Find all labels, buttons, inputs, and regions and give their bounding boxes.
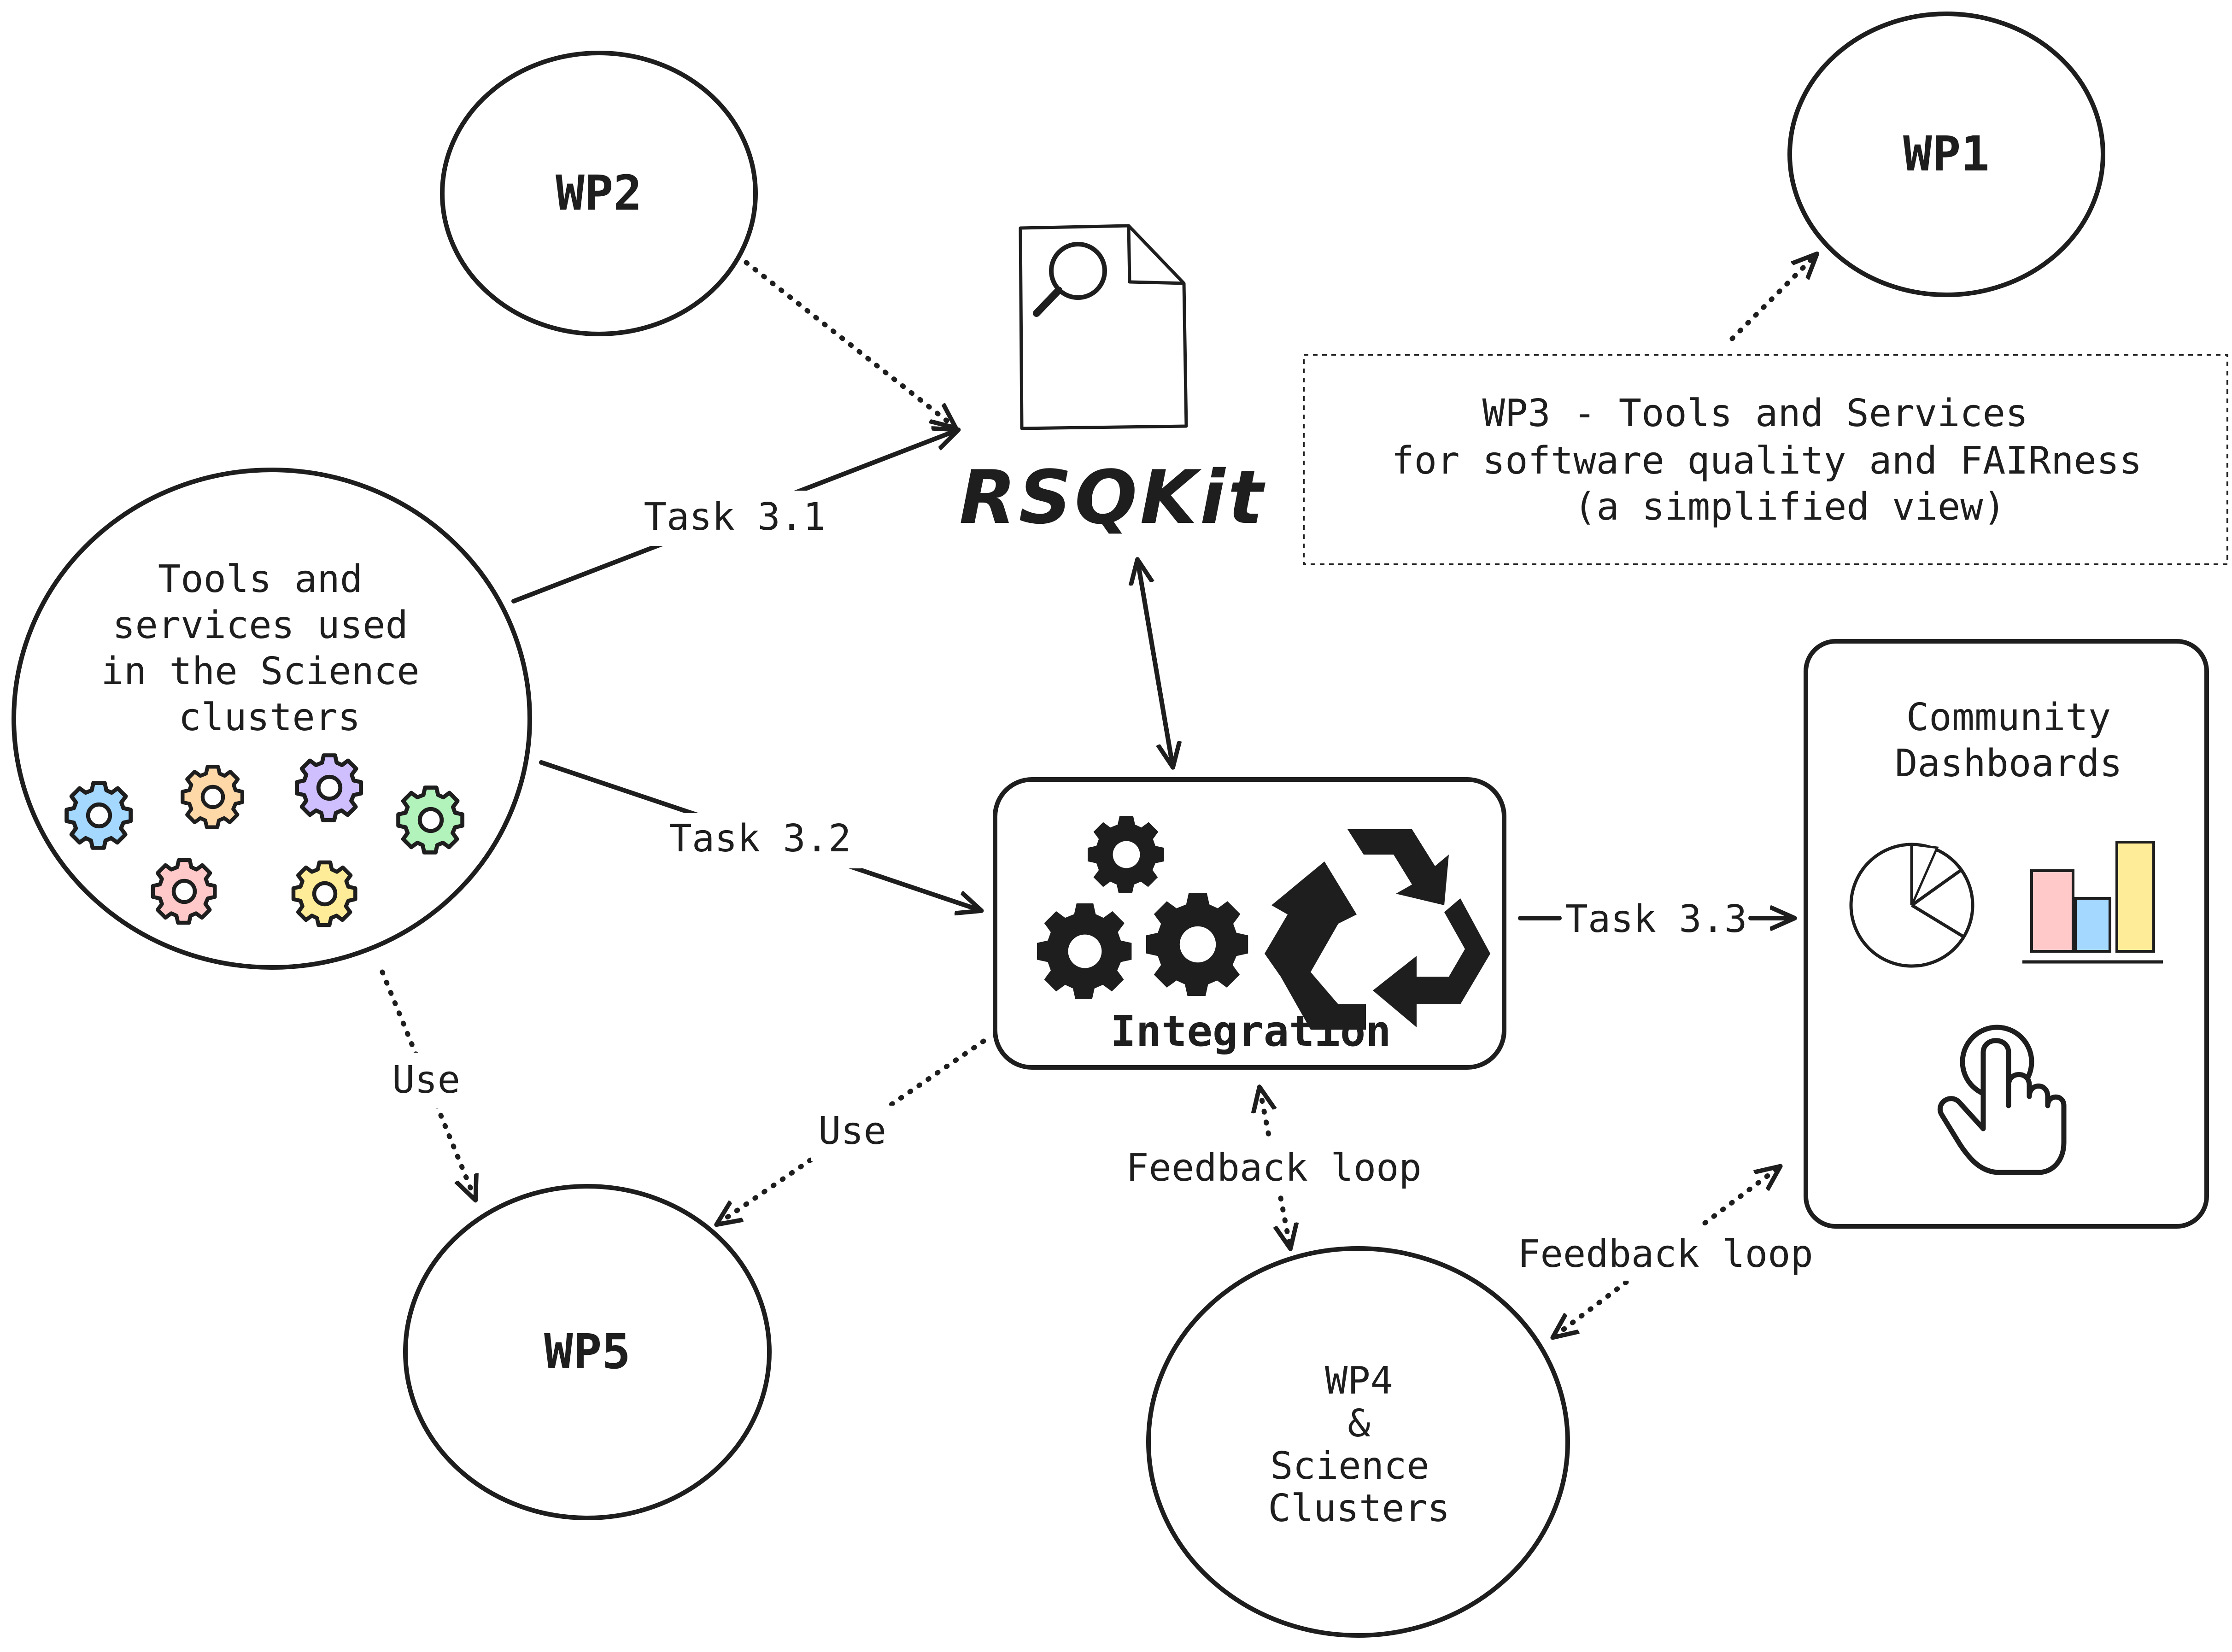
pie-chart-icon [1849,843,1974,968]
wp3-title-line-1: WP3 - Tools and Services [1482,392,2028,435]
tools-label-line-1: Tools and [158,557,363,601]
bar-chart-icon [2022,841,2163,964]
gear-icon [293,862,355,925]
gear-icon [153,860,215,923]
label-bg-task31 [636,491,834,546]
rsqkit-document-icon [1019,224,1188,430]
wp3-title-box [1303,354,2228,565]
wp4-label-line-2: & [1347,1402,1370,1446]
node-wp1 [1787,12,2105,297]
tools-label-line-3: in the Science [101,650,419,693]
wp4-label-line-4: Clusters [1268,1487,1450,1530]
edge-label-feedback-integration: Feedback loop [1126,1146,1422,1190]
gears-icon [1037,816,1248,999]
node-tools-services [12,468,532,970]
tools-label-line-4: clusters [179,696,361,739]
gear-icon [398,788,463,853]
edge-label-task33: Task 3.3 [1565,897,1747,941]
edge-label-use-tools: Use [392,1058,460,1102]
wp3-title-line-2: for software quality and FAIRness [1391,439,2142,483]
edge-rsqkit-integration [1138,562,1172,765]
gear-icon [67,783,131,848]
gear-icon [297,756,361,820]
wp4-label-line-3: Science [1270,1444,1429,1488]
magnifier-icon [1049,242,1107,300]
label-bg-feedback1 [1115,1138,1428,1193]
edge-wp3-wp1 [1729,256,1815,341]
edge-wp4-dashboards [1555,1168,1778,1336]
dashboards-label-line-2: Dashboards [1895,742,2122,785]
pointer-hand-icon [1937,1025,2067,1175]
label-bg-use2 [811,1106,894,1161]
node-wp4-science-clusters [1146,1246,1570,1638]
node-wp2-label: WP2 [556,165,642,221]
label-bg-feedback2 [1506,1225,1820,1281]
integration-label: Integration [1110,1007,1391,1056]
node-wp5-label: WP5 [544,1324,631,1380]
dashboards-label-line-1: Community [1906,696,2111,739]
node-community-dashboards [1804,639,2209,1229]
edge-integration-wp5 [719,1038,986,1223]
gear-icon [182,767,242,827]
edge-label-task31: Task 3.1 [644,495,826,539]
wp4-label-line-1: WP4 [1325,1359,1393,1403]
edge-label-feedback-dashboards: Feedback loop [1517,1232,1813,1276]
edge-label-task32: Task 3.2 [669,817,851,861]
wp3-title-line-3: (a simplified view) [1574,485,2006,529]
edge-label-use-integration: Use [818,1109,886,1153]
rsqkit-logo-text: RSQKit [959,454,1266,540]
node-wp2 [440,51,758,336]
node-wp5 [403,1184,772,1520]
node-wp1-label: WP1 [1903,126,1990,182]
tools-label-line-2: services used [112,603,408,647]
label-bg-use1 [387,1053,470,1108]
recycle-icon [1265,829,1490,1030]
label-bg-task32 [663,813,861,868]
edge-wp2-rsqkit [744,260,954,426]
